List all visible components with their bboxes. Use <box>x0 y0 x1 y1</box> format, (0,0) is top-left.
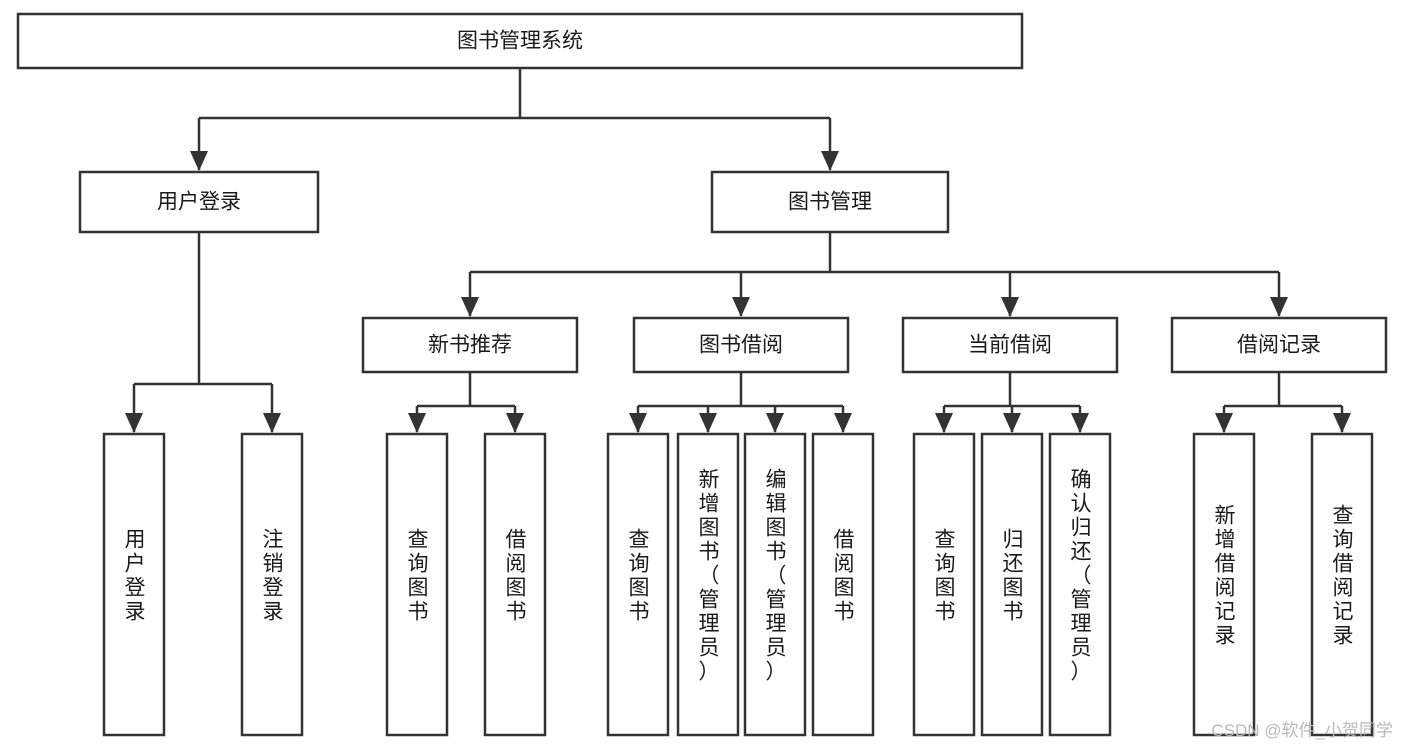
arrowhead-icon <box>732 297 750 317</box>
arrowhead-icon <box>1270 297 1288 317</box>
node-用户登录[interactable]: 用户登录 <box>102 432 166 737</box>
node-box[interactable] <box>632 316 850 374</box>
node-归还图书[interactable]: 归还图书 <box>980 432 1044 737</box>
connector-group <box>461 232 1288 317</box>
node-box[interactable] <box>361 316 579 374</box>
connector-group <box>408 372 524 433</box>
node-注销登录[interactable]: 注销登录 <box>240 432 304 737</box>
node-查询图书[interactable]: 查询图书 <box>606 432 670 737</box>
connector-group <box>1215 372 1351 433</box>
connector-group <box>125 232 281 433</box>
node-box[interactable] <box>606 432 670 737</box>
arrowhead-icon <box>1071 413 1089 433</box>
arrowhead-icon <box>190 151 208 171</box>
node-label: 归还图书 <box>1003 528 1024 623</box>
node-label: 借阅图书 <box>506 528 527 623</box>
node-图书借阅[interactable]: 图书借阅 <box>632 316 850 374</box>
node-box[interactable] <box>710 170 950 234</box>
node-查询图书[interactable]: 查询图书 <box>912 432 976 737</box>
arrowhead-icon <box>1001 297 1019 317</box>
node-label: 查询图书 <box>629 528 650 623</box>
connector-group <box>935 372 1089 433</box>
node-box[interactable] <box>385 432 449 737</box>
node-label: 新增借阅记录 <box>1215 504 1236 647</box>
node-box[interactable] <box>1192 432 1256 737</box>
node-box[interactable] <box>676 432 740 737</box>
node-label: 查询图书 <box>935 528 956 623</box>
node-借阅图书[interactable]: 借阅图书 <box>483 432 547 737</box>
node-box[interactable] <box>1048 432 1112 737</box>
node-借阅记录[interactable]: 借阅记录 <box>1170 316 1388 374</box>
arrowhead-icon <box>629 413 647 433</box>
node-label: 借阅记录 <box>1237 334 1321 357</box>
node-图书管理[interactable]: 图书管理 <box>710 170 950 234</box>
node-当前借阅[interactable]: 当前借阅 <box>901 316 1119 374</box>
connector-group <box>190 68 839 171</box>
node-查询借阅记录[interactable]: 查询借阅记录 <box>1310 432 1374 737</box>
arrowhead-icon <box>1003 413 1021 433</box>
node-label: 借阅图书 <box>834 528 855 623</box>
node-label: 确认归还（管理员） <box>1071 468 1092 683</box>
node-label: 图书管理系统 <box>457 30 583 53</box>
node-label: 编辑图书（管理员） <box>766 468 787 683</box>
node-box[interactable] <box>16 12 1024 70</box>
node-box[interactable] <box>483 432 547 737</box>
node-label: 查询图书 <box>408 528 429 623</box>
arrowhead-icon <box>766 413 784 433</box>
node-box[interactable] <box>78 170 320 234</box>
connector-group <box>629 372 852 433</box>
arrowhead-icon <box>699 413 717 433</box>
node-确认归还管理员[interactable]: 确认归还（管理员） <box>1048 432 1112 737</box>
arrowhead-icon <box>125 413 143 433</box>
arrowhead-icon <box>935 413 953 433</box>
node-编辑图书管理员[interactable]: 编辑图书（管理员） <box>743 432 807 737</box>
node-box[interactable] <box>811 432 875 737</box>
node-box[interactable] <box>1310 432 1374 737</box>
node-box[interactable] <box>102 432 166 737</box>
connector-layer <box>125 68 1351 433</box>
node-用户登录[interactable]: 用户登录 <box>78 170 320 234</box>
node-label: 图书管理 <box>788 191 872 214</box>
node-box[interactable] <box>240 432 304 737</box>
node-label: 新增图书（管理员） <box>699 468 720 683</box>
node-label: 查询借阅记录 <box>1333 504 1354 647</box>
node-label: 用户登录 <box>125 528 146 623</box>
arrowhead-icon <box>821 151 839 171</box>
node-图书管理系统[interactable]: 图书管理系统 <box>16 12 1024 70</box>
node-新增图书管理员[interactable]: 新增图书（管理员） <box>676 432 740 737</box>
arrowhead-icon <box>506 413 524 433</box>
node-layer: 图书管理系统用户登录图书管理新书推荐图书借阅当前借阅借阅记录用户登录注销登录查询… <box>16 12 1388 737</box>
node-新书推荐[interactable]: 新书推荐 <box>361 316 579 374</box>
node-box[interactable] <box>743 432 807 737</box>
node-label: 当前借阅 <box>968 334 1052 357</box>
node-box[interactable] <box>912 432 976 737</box>
arrowhead-icon <box>1333 413 1351 433</box>
node-借阅图书[interactable]: 借阅图书 <box>811 432 875 737</box>
arrowhead-icon <box>408 413 426 433</box>
node-label: 新书推荐 <box>428 334 512 357</box>
node-box[interactable] <box>980 432 1044 737</box>
node-查询图书[interactable]: 查询图书 <box>385 432 449 737</box>
arrowhead-icon <box>1215 413 1233 433</box>
node-box[interactable] <box>901 316 1119 374</box>
arrowhead-icon <box>263 413 281 433</box>
node-新增借阅记录[interactable]: 新增借阅记录 <box>1192 432 1256 737</box>
node-label: 图书借阅 <box>699 334 783 357</box>
node-box[interactable] <box>1170 316 1388 374</box>
arrowhead-icon <box>834 413 852 433</box>
arrowhead-icon <box>461 297 479 317</box>
node-label: 注销登录 <box>263 528 284 623</box>
node-label: 用户登录 <box>157 191 241 214</box>
